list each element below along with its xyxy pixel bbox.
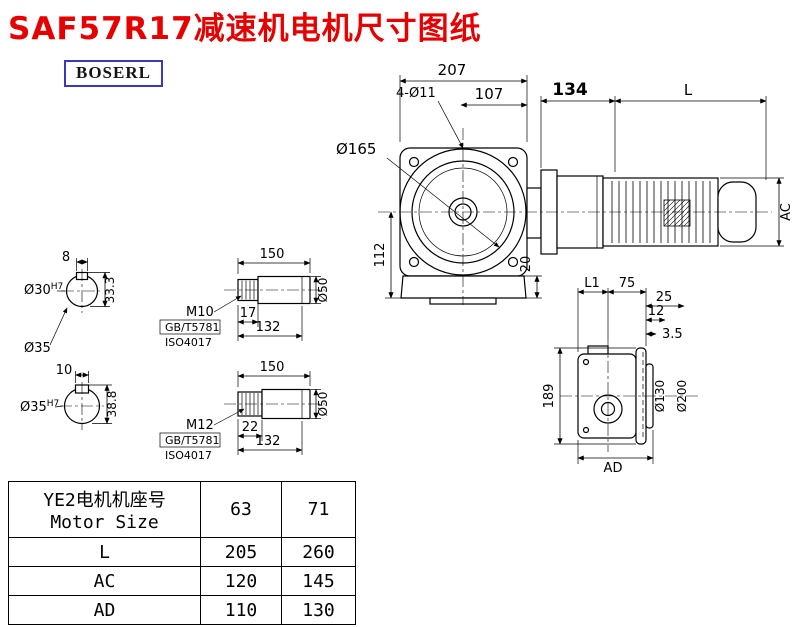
dim-134-label: 134 bbox=[552, 80, 588, 100]
row-value: 110 bbox=[200, 595, 282, 625]
dim-20-label: 20 bbox=[519, 256, 534, 273]
side-view bbox=[560, 340, 700, 452]
hub-dia-label: Ø35 bbox=[24, 341, 51, 356]
housing-bottom bbox=[400, 275, 527, 299]
standard-box bbox=[159, 432, 221, 448]
key-width-label: 10 bbox=[56, 363, 73, 378]
terminal-box bbox=[663, 199, 691, 227]
bolt-head bbox=[582, 358, 590, 366]
body-length-label: 132 bbox=[256, 434, 281, 449]
shaft-end-view-small: 8 Ø30H7 33.3 Ø35 bbox=[24, 250, 117, 356]
flange-dia-label: Ø165 bbox=[336, 140, 376, 158]
row-value: 145 bbox=[281, 566, 356, 596]
tolerance-value: H7 bbox=[51, 282, 64, 292]
row-value: 130 bbox=[281, 595, 356, 625]
shaft-dia-label: Ø30H7 bbox=[24, 282, 63, 298]
holes-leader bbox=[437, 100, 464, 149]
table-header-cn: YE2电机机座号 bbox=[43, 490, 166, 511]
dim-112-label: 112 bbox=[373, 243, 388, 268]
body-length-label: 132 bbox=[256, 320, 281, 335]
flange-hole bbox=[507, 256, 519, 268]
dia-130-label: Ø130 bbox=[653, 380, 667, 412]
flange-hole bbox=[408, 156, 420, 168]
dim-12-label: 12 bbox=[648, 304, 665, 319]
shaft-dia-label: Ø50 bbox=[316, 278, 330, 303]
standard-iso-label: ISO4017 bbox=[165, 449, 212, 462]
page-title: SAF57R17减速机电机尺寸图纸 bbox=[8, 11, 482, 47]
leader-line bbox=[54, 405, 64, 408]
input-adapter bbox=[526, 187, 542, 239]
standard-gb-label: GB/T5781 bbox=[165, 434, 220, 447]
row-label: AD bbox=[8, 595, 201, 625]
length-label: 150 bbox=[260, 360, 285, 375]
brand-logo: BOSERL bbox=[64, 60, 163, 87]
front-view bbox=[378, 128, 772, 305]
motor-size-table: YE2电机机座号 Motor Size 63 71 L 205 260 AC 1… bbox=[8, 481, 356, 625]
shaft-dia-label: Ø50 bbox=[316, 392, 330, 417]
front-view-dimensions: 207 107 4-Ø11 Ø165 112 20 134 L A bbox=[336, 61, 794, 299]
dia-200-label: Ø200 bbox=[675, 380, 689, 412]
thread-length-label: 22 bbox=[242, 420, 259, 435]
shaft-end-view-large: 10 Ø35H7 38.8 bbox=[20, 363, 119, 430]
standard-gb-label: GB/T5781 bbox=[165, 321, 220, 334]
flange-hole bbox=[507, 156, 519, 168]
dia-value: Ø30 bbox=[24, 283, 51, 298]
dim-L-label: L bbox=[684, 81, 693, 99]
holes-label: 4-Ø11 bbox=[396, 86, 436, 101]
housing-top-tab bbox=[587, 345, 609, 355]
dim-L1-label: L1 bbox=[584, 276, 600, 291]
dim-AC-label: AC bbox=[779, 203, 794, 221]
row-value: 120 bbox=[200, 566, 282, 596]
dim-107-label: 107 bbox=[475, 85, 504, 103]
thread-leader bbox=[213, 295, 242, 313]
thread-label: M12 bbox=[186, 418, 214, 433]
dim-207-label: 207 bbox=[438, 61, 467, 79]
table-row-L: L 205 260 bbox=[8, 537, 356, 567]
length-label: 150 bbox=[260, 247, 285, 262]
standard-box bbox=[159, 319, 221, 335]
bolt-head bbox=[582, 426, 590, 434]
row-value: 260 bbox=[281, 537, 356, 567]
dia-value: Ø35 bbox=[20, 400, 47, 415]
table-row-AD: AD 110 130 bbox=[8, 595, 356, 625]
row-label: AC bbox=[8, 566, 201, 596]
flange-dia-leader bbox=[386, 157, 500, 248]
dim-3-5-label: 3.5 bbox=[662, 327, 683, 342]
dim-25-label: 25 bbox=[656, 290, 673, 305]
table-row-AC: AC 120 145 bbox=[8, 566, 356, 596]
dim-75-label: 75 bbox=[619, 276, 636, 291]
keyway-height-label: 38.8 bbox=[105, 391, 119, 418]
dimension-drawing: 207 107 4-Ø11 Ø165 112 20 134 L A bbox=[20, 61, 794, 476]
key-width-label: 8 bbox=[62, 250, 70, 265]
dim-AD-label: AD bbox=[604, 461, 623, 476]
shaft-profile-m12: 150 22 132 Ø50 M12 GB/T5781 ISO4017 bbox=[159, 360, 330, 462]
side-view-dimensions: L1 75 25 12 3.5 189 Ø130 Ø200 AD bbox=[542, 276, 689, 476]
thread-length-label: 17 bbox=[240, 306, 257, 321]
shaft-dia-label: Ø35H7 bbox=[20, 399, 59, 415]
thread-leader bbox=[213, 408, 245, 426]
row-label: L bbox=[8, 537, 201, 567]
row-value: 205 bbox=[200, 537, 282, 567]
output-bore bbox=[600, 401, 616, 417]
tolerance-value: H7 bbox=[47, 399, 60, 409]
table-header-cell: YE2电机机座号 Motor Size bbox=[8, 481, 201, 538]
thread-label: M10 bbox=[186, 305, 214, 320]
table-header-en: Motor Size bbox=[50, 512, 159, 533]
shaft-profile-m10: 150 17 132 Ø50 M10 GB/T5781 ISO4017 bbox=[159, 247, 330, 349]
table-header-size-71: 71 bbox=[281, 481, 356, 538]
dim-189-label: 189 bbox=[542, 384, 557, 409]
keyway-height-label: 33.3 bbox=[103, 277, 117, 304]
hub-dia-leader bbox=[49, 307, 68, 346]
table-header-size-63: 63 bbox=[200, 481, 282, 538]
table-header-row: YE2电机机座号 Motor Size 63 71 bbox=[8, 481, 356, 538]
output-shaft-circle bbox=[593, 394, 623, 424]
standard-iso-label: ISO4017 bbox=[165, 336, 212, 349]
flange-hole bbox=[408, 256, 420, 268]
